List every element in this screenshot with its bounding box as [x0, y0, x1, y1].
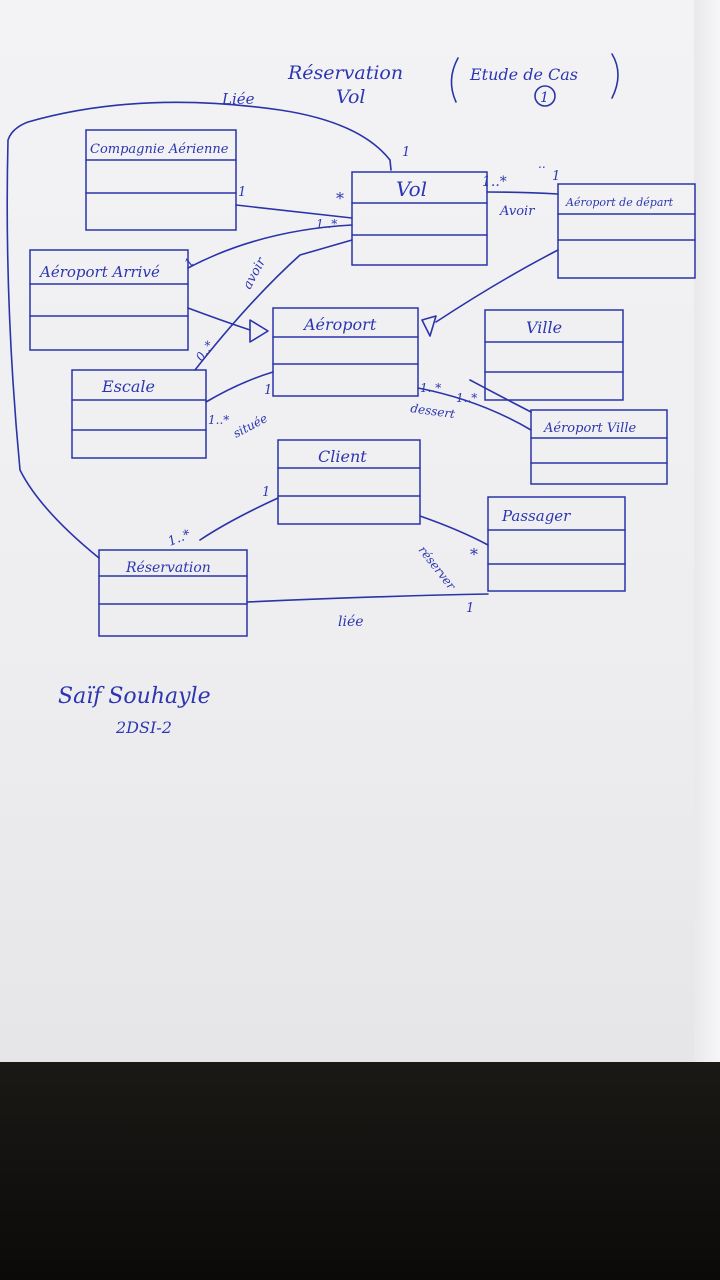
title-line2: Vol [336, 86, 366, 108]
assoc-compagnie-vol [235, 204, 353, 219]
paren-right [611, 53, 619, 99]
class-aeroport-arrive: Aéroport Arrivé [29, 249, 189, 351]
assoc-arrive-vol [187, 224, 353, 269]
mult-vol-star: * [336, 189, 344, 208]
class-name: Client [318, 447, 367, 466]
author-group: 2DSI-2 [115, 718, 172, 737]
generalization-arrow-left [249, 319, 269, 343]
mult-compagnie: 1 [238, 185, 246, 200]
paper-edge [694, 0, 720, 1062]
title-tag: Etude de Cas [469, 65, 578, 84]
dark-background [0, 1062, 720, 1280]
label-liee-top: Liée [221, 90, 255, 108]
class-name: Ville [526, 318, 562, 337]
mult-escale-1star: 1..* [208, 413, 229, 427]
assoc-client-reservation [199, 497, 279, 541]
mult-passager-star: * [470, 545, 478, 564]
class-name: Aéroport Ville [543, 421, 636, 436]
class-name: Compagnie Aérienne [90, 142, 229, 157]
mult-aeroport-1star: 1..* [420, 381, 441, 395]
number-circle [534, 85, 556, 107]
class-aeroport-depart: Aéroport de départ [557, 183, 696, 279]
class-passager: Passager [487, 496, 626, 592]
generalization-arrive [187, 307, 251, 331]
mult-arrive: 1 [182, 255, 198, 270]
class-compagnie-aerienne: Compagnie Aérienne [85, 129, 237, 231]
assoc-vol-depart [486, 191, 559, 195]
class-aeroport: Aéroport [272, 307, 419, 397]
mult-vol-top: 1 [402, 145, 410, 160]
mult-passager-1: 1 [466, 601, 474, 616]
mult-client: 1 [262, 485, 270, 500]
assoc-escale-vol [194, 239, 353, 371]
assoc-liee-loop [6, 101, 392, 559]
author-name: Saïf Souhayle [58, 684, 211, 709]
class-name: Aéroport [302, 315, 377, 334]
mult-escale-0star: 0..* [193, 338, 217, 363]
paren-left [450, 57, 459, 103]
class-name: Escale [101, 377, 155, 396]
mult-reservation: 1..* [166, 527, 193, 550]
generalization-depart [435, 249, 559, 323]
mult-aeroport: 1 [264, 383, 272, 398]
mult-vol-right: 1..* [482, 174, 507, 190]
generalization-arrow-right [421, 315, 437, 337]
assoc-aeroport-ville [417, 387, 532, 431]
assoc-reservation-passager [246, 593, 489, 603]
class-name: Réservation [125, 560, 211, 576]
class-aeroport-ville: Aéroport Ville [530, 409, 668, 485]
class-name: Aéroport de départ [565, 196, 674, 209]
title-line1: Réservation [287, 62, 403, 84]
mult-ville-1star: 1..* [456, 391, 477, 405]
assoc-ville-link [469, 379, 532, 413]
mult-depart: 1 [552, 169, 560, 184]
label-situee: située [231, 411, 270, 441]
class-vol: Vol [351, 171, 488, 266]
mult-vol-1star: 1..* [316, 217, 337, 231]
label-avoir-right: Avoir [499, 204, 535, 219]
mult-dots: .. [538, 157, 546, 171]
label-reserver: réserver [416, 543, 459, 593]
label-avoir-diag: avoir [240, 255, 269, 292]
assoc-escale-aeroport [205, 371, 274, 403]
label-dessert: dessert [410, 401, 456, 421]
class-name: Passager [501, 507, 571, 525]
class-name: Vol [396, 177, 427, 201]
class-reservation: Réservation [98, 549, 248, 637]
title-number: 1 [540, 90, 549, 106]
class-escale: Escale [71, 369, 207, 459]
paper-sheet [0, 0, 720, 1062]
class-ville: Ville [484, 309, 624, 401]
assoc-client-passager [419, 515, 489, 546]
class-client: Client [277, 439, 421, 525]
label-liee-bottom: liée [338, 614, 364, 630]
class-name: Aéroport Arrivé [38, 263, 160, 281]
